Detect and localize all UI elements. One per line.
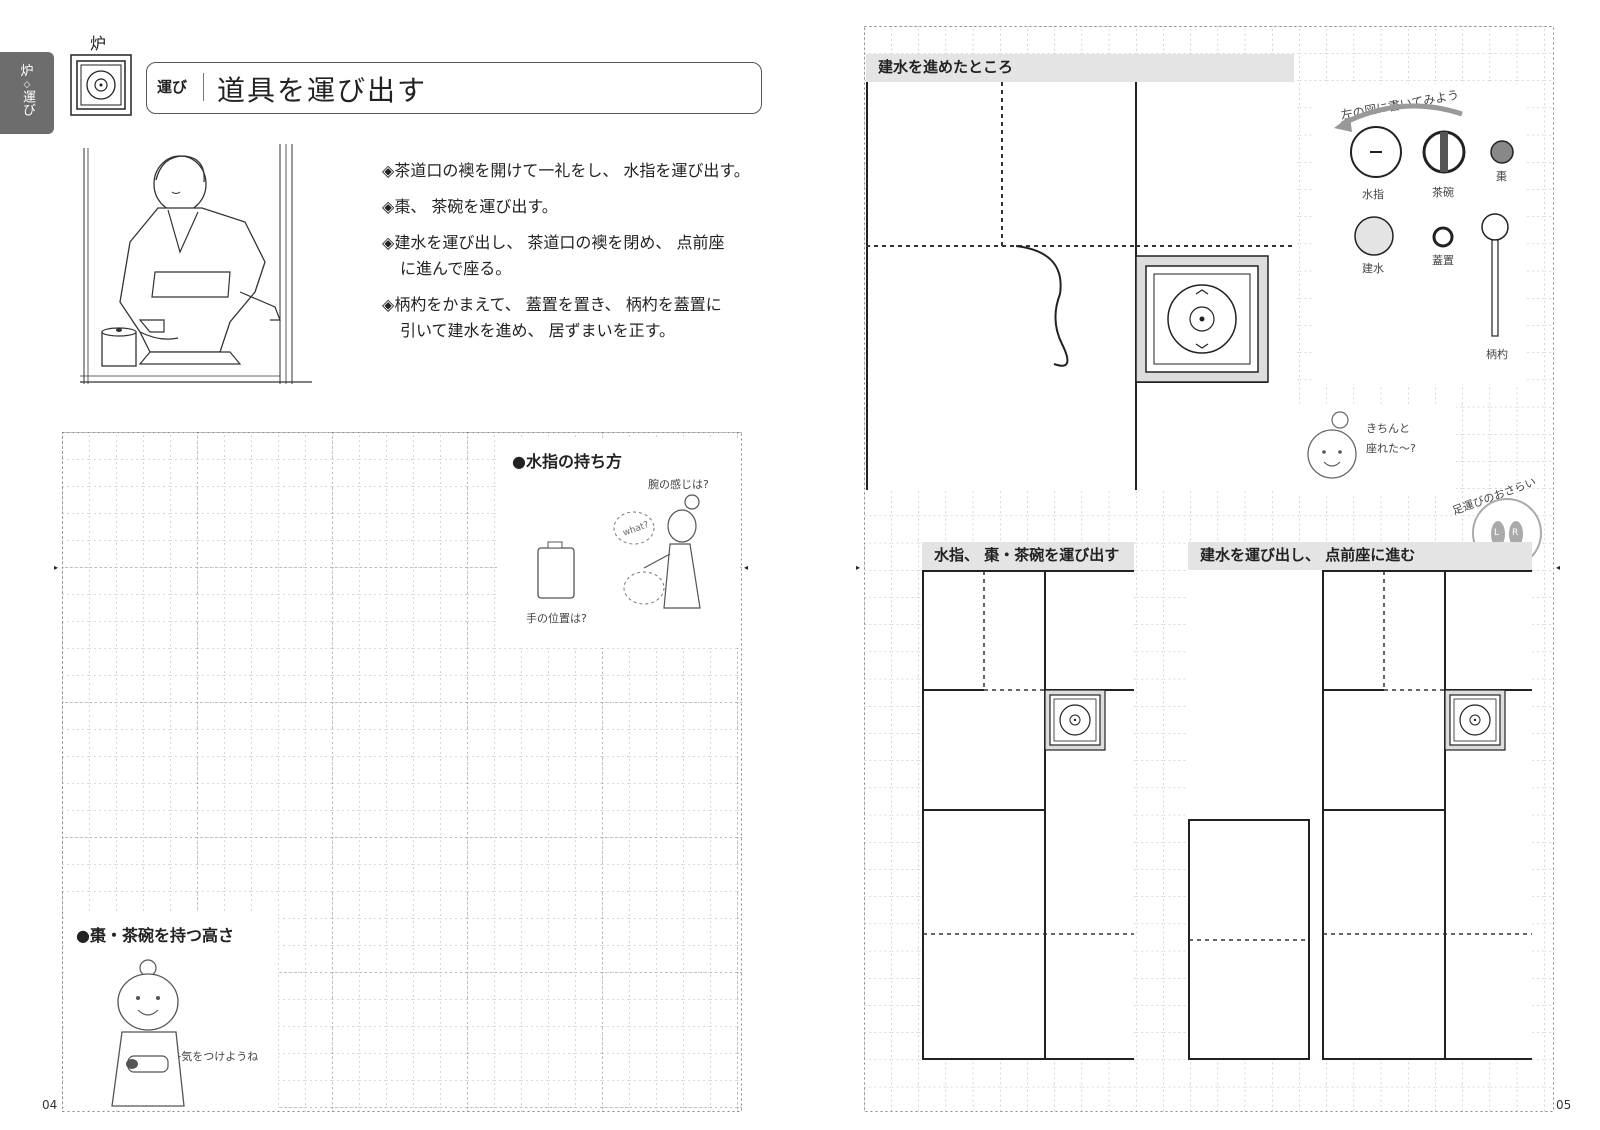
arm-note: 腕の感じは? xyxy=(648,478,709,491)
diamond-bullet-icon: ◈ xyxy=(382,161,395,180)
legend-label-natsume: 棗 xyxy=(1496,170,1507,183)
right-grid-marker-right: ◂ xyxy=(1556,563,1561,572)
side-tab-line2: ◇ xyxy=(23,80,31,90)
diamond-bullet-icon: ◈ xyxy=(382,197,395,216)
instruction-item: ◈茶道口の襖を開けて一礼をし、 水指を運び出す。 xyxy=(382,158,772,184)
mizusashi-icon xyxy=(1350,126,1402,178)
instruction-text: 建水を運び出し、 茶道口の襖を閉め、 点前座 xyxy=(394,233,725,252)
natsume-section: ●棗・茶碗を持つ高さ ←気をつけようね xyxy=(64,912,278,1110)
girl-note-line2: 座れた〜? xyxy=(1366,442,1416,455)
footprint-icon xyxy=(1491,521,1523,547)
category-label: 運び xyxy=(157,78,188,96)
legend-panel: 左の図に書いてみよう 水指 茶碗 棗 建水 蓋置 柄杓 xyxy=(1312,84,1526,384)
side-tab-line1: 炉 xyxy=(20,64,34,79)
legend-label-futaoki: 蓋置 xyxy=(1432,254,1454,267)
instruction-list: ◈茶道口の襖を開けて一礼をし、 水指を運び出す。 ◈棗、 茶碗を運び出す。 ◈建… xyxy=(382,158,772,344)
hishaku-icon xyxy=(1481,213,1509,337)
title-box: 運び 道具を運び出す xyxy=(146,62,762,114)
side-tab: 炉 ◇ 運び xyxy=(0,52,54,134)
right-grid-marker-left: ▸ xyxy=(856,563,861,572)
footwork-right: R xyxy=(1512,528,1519,538)
bottom-right-tatami-diagram xyxy=(1188,570,1532,1060)
side-tab-line3: 運び xyxy=(20,90,35,116)
instruction-text-cont: に進んで座る。 xyxy=(400,259,512,278)
ro-label: 炉 xyxy=(90,34,107,53)
top-tatami-diagram xyxy=(866,82,1294,490)
ro-icon xyxy=(70,54,132,116)
legend-label-hishaku: 柄杓 xyxy=(1486,348,1508,361)
diamond-bullet-icon: ◈ xyxy=(382,233,395,252)
bottom-left-tatami-diagram xyxy=(922,570,1134,1060)
bottom-right-diagram-title: 建水を運び出し、 点前座に進む xyxy=(1188,542,1532,570)
chawan-icon xyxy=(1422,130,1466,174)
instruction-text-cont: 引いて建水を進め、 居ずまいを正す。 xyxy=(400,321,676,340)
instruction-item: ◈棗、 茶碗を運び出す。 xyxy=(382,194,772,220)
svg-text:what?: what? xyxy=(622,520,651,539)
footwork-left: L xyxy=(1494,528,1500,538)
legend-label-chawan: 茶碗 xyxy=(1432,186,1454,199)
title-separator xyxy=(203,73,204,101)
bottom-left-diagram-title: 水指、 棗・茶碗を運び出す xyxy=(922,542,1134,570)
hand-note: 手の位置は? xyxy=(526,612,587,625)
diamond-bullet-icon: ◈ xyxy=(382,295,395,314)
natsume-section-title: ●棗・茶碗を持つ高さ xyxy=(76,926,234,945)
mizusashi-section: ●水指の持ち方 腕の感じは? 手の位置は? what? xyxy=(498,438,740,648)
natsume-girl-illustration xyxy=(111,959,185,1107)
instruction-text: 茶道口の襖を開けて一礼をし、 水指を運び出す。 xyxy=(394,161,750,180)
mizusashi-section-title: ●水指の持ち方 xyxy=(512,452,622,471)
girl-face-icon xyxy=(1307,411,1357,479)
legend-label-mizusashi: 水指 xyxy=(1362,188,1384,201)
page-number-left: 04 xyxy=(42,1098,58,1112)
legend-label-kensui: 建水 xyxy=(1362,262,1384,275)
girl-note-panel: きちんと 座れた〜? xyxy=(1296,404,1456,494)
instruction-text: 棗、 茶碗を運び出す。 xyxy=(394,197,558,216)
mizusashi-girl-illustration: what? xyxy=(537,494,701,609)
left-grid-marker-left: ▸ xyxy=(54,563,59,572)
careful-note: ←気をつけようね xyxy=(172,1050,259,1063)
instruction-text: 柄杓をかまえて、 蓋置を置き、 柄杓を蓋置に xyxy=(394,295,722,314)
page-number-right: 05 xyxy=(1556,1098,1572,1112)
left-grid-marker-right: ◂ xyxy=(744,563,749,572)
top-diagram-title: 建水を進めたところ xyxy=(866,54,1294,82)
instruction-item: ◈柄杓をかまえて、 蓋置を置き、 柄杓を蓋置に 引いて建水を進め、 居ずまいを正… xyxy=(382,292,772,344)
page-title: 道具を運び出す xyxy=(217,74,428,107)
kensui-icon xyxy=(1354,216,1394,256)
natsume-icon xyxy=(1490,140,1514,164)
instruction-item: ◈建水を運び出し、 茶道口の襖を閉め、 点前座 に進んで座る。 xyxy=(382,230,772,282)
girl-note-line1: きちんと xyxy=(1366,422,1410,435)
futaoki-icon xyxy=(1432,226,1454,248)
kneeling-woman-illustration xyxy=(80,142,320,392)
